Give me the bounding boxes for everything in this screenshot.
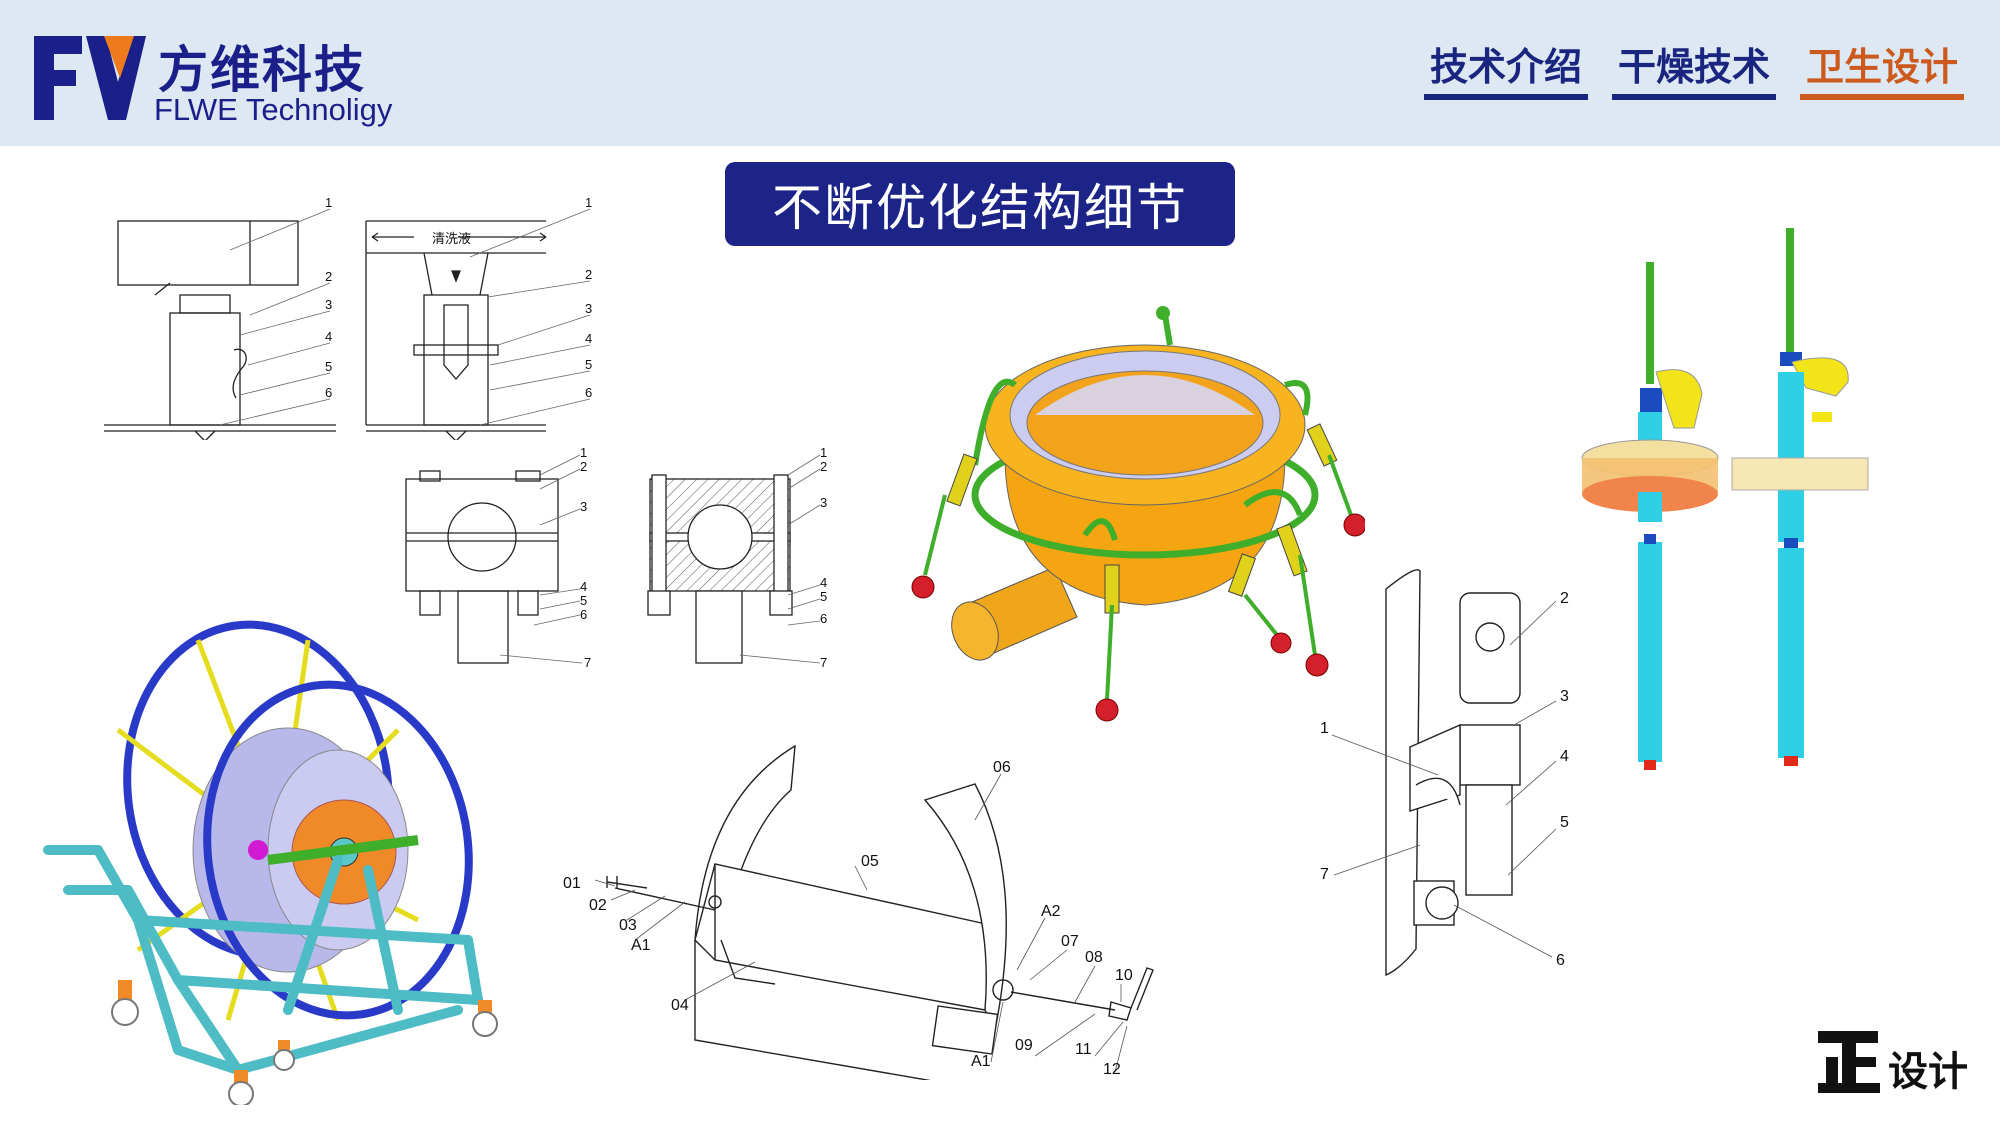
sketch-a-label-6: 6 [325,385,332,400]
hopper-label-05: 05 [861,853,879,870]
valve-label-1: 1 [1320,720,1329,737]
clamp-drawing-front: 1 2 3 4 5 6 7 [400,445,600,675]
clamp-b-label-5: 5 [820,589,827,604]
clamp-a-label-5: 5 [580,593,587,608]
section-title: 不断优化结构细节 [725,162,1235,246]
valve-label-6: 6 [1556,952,1565,969]
hopper-label-06: 06 [993,759,1011,776]
sketch-section-view-svg: 清洗液 1 2 3 4 5 6 [365,195,592,440]
hopper-label-10: 10 [1115,967,1133,984]
sketch-clip-side-view-svg: 1 2 3 4 5 6 [104,195,336,440]
valve-assembly-drawing: 2 3 1 4 5 7 6 [1320,565,1590,985]
nav-tab-drying-tech[interactable]: 干燥技术 [1611,36,1777,100]
sketch-a-label-3: 3 [325,297,332,312]
hopper-label-A2: A2 [1041,903,1061,920]
hopper-exploded-drawing-svg: 01 02 03 A1 04 05 06 A2 07 08 10 09 11 1… [563,744,1154,1080]
sketch-section-view: 清洗液 1 2 3 4 5 6 [360,195,600,440]
valve-label-2: 2 [1560,590,1569,607]
clamp-a-label-6: 6 [580,607,587,622]
valve-label-3: 3 [1560,688,1569,705]
hopper-label-08: 08 [1085,949,1103,966]
sketch-b-label-4: 4 [585,331,592,346]
clamp-a-label-4: 4 [580,579,587,594]
sketch-a-label-4: 4 [325,329,332,344]
zheng-logo-icon [1818,1031,1880,1093]
clamp-a-label-3: 3 [580,499,587,514]
sketch-a-label-2: 2 [325,269,332,284]
hopper-label-04: 04 [671,997,689,1014]
footer-brand-text: 设计 [1888,1049,1968,1095]
valve-label-7: 7 [1320,866,1329,883]
header-bar: 方维科技 FLWE Technoligy 技术介绍 干燥技术 卫生设计 [0,0,2000,146]
sketch-b-label-6: 6 [585,385,592,400]
sketch-b-label-5: 5 [585,357,592,372]
sketch-a-label-1: 1 [325,195,332,210]
clamp-a-label-1: 1 [580,445,587,460]
hopper-exploded-drawing: 01 02 03 A1 04 05 06 A2 07 08 10 09 11 1… [555,740,1195,1080]
hopper-label-01: 01 [563,875,581,892]
hose-reel-cart-render-svg [43,620,498,1105]
nav-tab-hygiene-design[interactable]: 卫生设计 [1799,36,1965,100]
valve-label-5: 5 [1560,814,1569,831]
valve-label-4: 4 [1560,748,1569,765]
clamp-b-label-4: 4 [820,575,827,590]
clamp-drawing-front-svg: 1 2 3 4 5 6 7 [405,445,591,670]
hopper-label-A1-left: A1 [631,937,651,954]
valve-assembly-drawing-svg: 2 3 1 4 5 7 6 [1320,569,1569,977]
clamp-b-label-7: 7 [820,655,827,670]
company-logo[interactable]: 方维科技 FLWE Technoligy [30,28,410,128]
sketch-b-cleaning-fluid-note: 清洗液 [432,231,471,246]
clamp-drawing-section-svg: 1 2 3 4 5 6 7 [647,445,827,670]
sketch-b-label-1: 1 [585,195,592,210]
hopper-label-09: 09 [1015,1037,1033,1054]
clamp-b-label-1: 1 [820,445,827,460]
sketch-b-label-2: 2 [585,267,592,282]
clamp-b-label-2: 2 [820,459,827,474]
logo-english-name: FLWE Technoligy [154,92,393,127]
sampling-probe-renders-svg [1581,228,1869,770]
hose-reel-cart-render [38,620,518,1105]
sketch-a-label-5: 5 [325,359,332,374]
nav-tab-tech-intro[interactable]: 技术介绍 [1423,36,1588,100]
vessel-3d-render [905,305,1365,725]
fv-logo-icon [34,36,146,120]
hopper-label-12: 12 [1103,1061,1121,1078]
clamp-a-label-7: 7 [584,655,591,670]
logo-chinese-name: 方维科技 [158,41,366,99]
footer-brand-logo: 设计 [1816,1023,1968,1099]
clamp-b-label-3: 3 [820,495,827,510]
clamp-b-label-6: 6 [820,611,827,626]
sketch-b-label-3: 3 [585,301,592,316]
hopper-label-02: 02 [589,897,607,914]
sketch-clip-side-view: 1 2 3 4 5 6 [100,195,340,440]
clamp-drawing-section: 1 2 3 4 5 6 7 [640,445,840,675]
hopper-label-03: 03 [619,917,637,934]
hopper-label-11: 11 [1075,1041,1092,1058]
sampling-probe-renders [1580,222,1880,782]
hopper-label-A1-right: A1 [971,1053,991,1070]
top-navigation: 技术介绍 干燥技术 卫生设计 [1423,36,1965,100]
hopper-label-07: 07 [1061,933,1079,950]
vessel-3d-render-svg [911,306,1365,722]
clamp-a-label-2: 2 [580,459,587,474]
